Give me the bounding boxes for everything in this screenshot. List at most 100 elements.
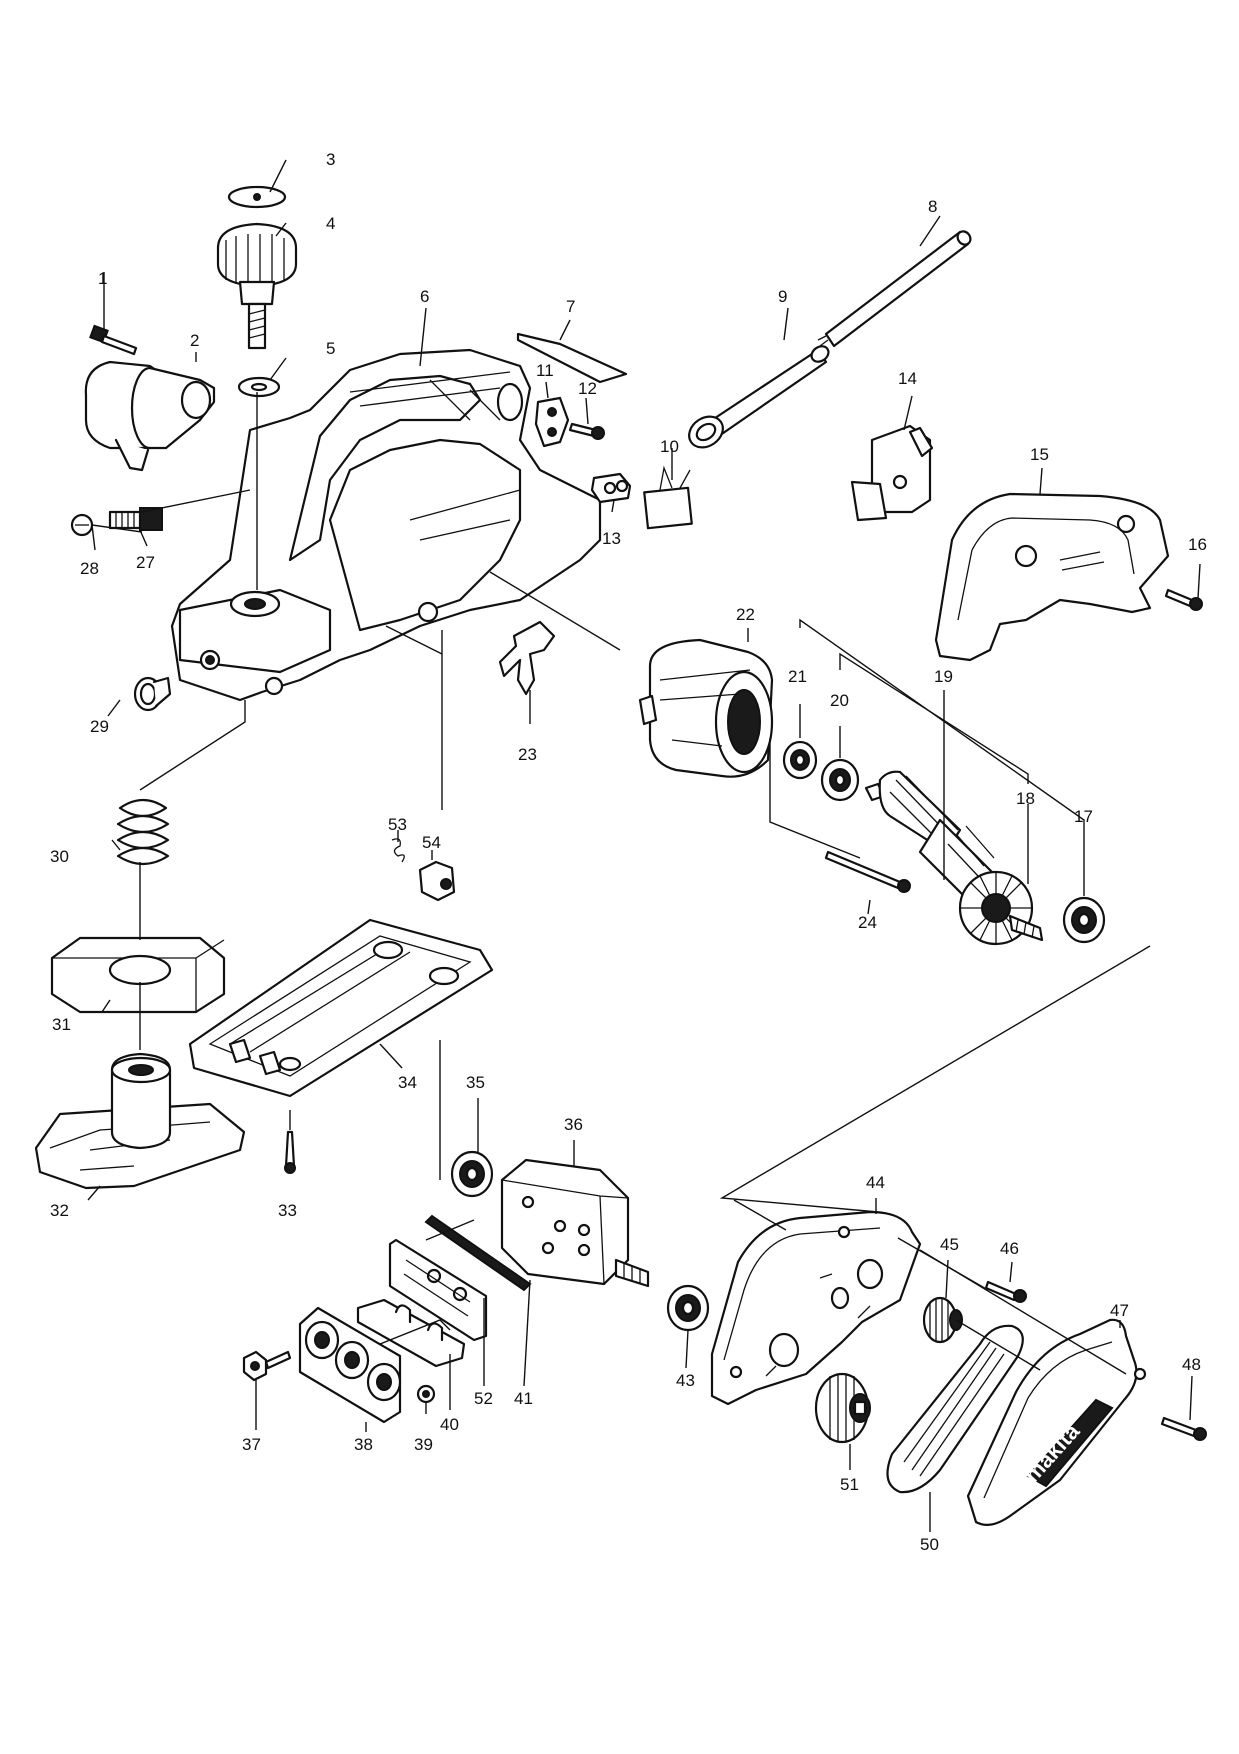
callout-37: 37 [242,1435,261,1454]
callout-27: 27 [136,553,155,572]
part-39-screw [416,1384,436,1404]
part-6-housing [170,348,602,702]
callout-40: 40 [440,1415,459,1434]
callout-9: 9 [778,287,787,306]
callout-22: 22 [736,605,755,624]
callout-31: 31 [52,1015,71,1034]
callout-32: 32 [50,1201,69,1220]
callout-3: 3 [326,150,335,169]
part-53-spring [391,838,405,863]
callout-11: 11 [536,361,554,380]
callout-17: 17 [1074,807,1093,826]
part-10-noise-suppressor [643,465,693,530]
callout-4: 4 [326,214,335,233]
part-50-drive-belt [886,1324,1024,1494]
part-19-armature [864,770,1044,946]
part-13-terminal [590,472,632,504]
callout-41: 41 [514,1389,533,1408]
part-24-long-screw [824,850,911,893]
callout-35: 35 [466,1073,485,1092]
part-14-switch [850,424,934,522]
callout-1: 1 [98,269,107,288]
part-43-bearing [666,1284,710,1332]
callout-43: 43 [676,1371,695,1390]
part-15-handle [934,492,1170,662]
callout-39: 39 [414,1435,433,1454]
part-35-bearing [450,1150,494,1198]
part-34-rear-base [188,918,494,1098]
callout-44: 44 [866,1173,885,1192]
callout-52: 52 [474,1389,493,1408]
callout-21: 21 [788,667,807,686]
callout-33: 33 [278,1201,297,1220]
part-40-adjusting-plate [356,1298,466,1368]
callout-47: 47 [1110,1301,1129,1320]
part-30-compression-spring [116,798,170,866]
callout-18: 18 [1016,789,1035,808]
callout-45: 45 [940,1235,959,1254]
part-36-cutter-drum [500,1158,650,1288]
callout-15: 15 [1030,445,1049,464]
part-37-bolt [242,1350,292,1382]
callout-16: 16 [1188,535,1207,554]
callout-10: 10 [660,437,679,456]
part-8-power-cord [817,230,972,348]
callout-48: 48 [1182,1355,1201,1374]
part-22-field [638,638,774,778]
part-9-cord-guard [688,345,830,449]
part-29-knob [133,676,172,712]
callout-36: 36 [564,1115,583,1134]
part-27-carbon-brush [108,507,163,531]
part-5-washer [237,376,281,398]
callout-2: 2 [190,331,199,350]
callout-34: 34 [398,1073,417,1092]
callout-5: 5 [326,339,335,358]
callout-13: 13 [602,529,621,548]
callout-46: 46 [1000,1239,1019,1258]
callout-23: 23 [518,745,537,764]
part-47-belt-cover: makita [966,1318,1147,1527]
part-33-screw [284,1130,296,1174]
leader-lines [87,159,1201,1532]
callout-12: 12 [578,379,597,398]
part-2-chip-cover [84,360,216,472]
part-52-set-plate [388,1238,488,1342]
part-48-screw [1160,1416,1207,1441]
callout-53: 53 [388,815,407,834]
part-3-cap-plate [227,185,287,209]
callout-54: 54 [422,833,441,852]
callout-28: 28 [80,559,99,578]
callout-14: 14 [898,369,917,388]
part-7-label [516,332,628,384]
part-16-screw [1164,588,1203,611]
part-46-screw [984,1280,1027,1303]
callout-30: 30 [50,847,69,866]
callout-38: 38 [354,1435,373,1454]
callout-labels: 1 2 3 4 5 6 7 8 9 10 11 12 13 14 15 16 1… [50,150,1207,1554]
callout-24: 24 [858,913,877,932]
part-54-stop [418,860,456,902]
part-20-insulation-washer [820,758,860,802]
part-4-depth-knob [216,222,298,350]
part-17-bearing [1062,896,1106,944]
part-31-base-plate [50,936,226,1014]
callout-51: 51 [840,1475,859,1494]
callout-20: 20 [830,691,849,710]
callout-19: 19 [934,667,953,686]
part-28-brush-cap [70,513,94,537]
part-11-clamp-plate [534,396,570,448]
part-44-blade-housing [710,1210,922,1406]
part-32-front-base [34,1052,246,1190]
part-51-drum-pulley [814,1372,871,1444]
part-12-screw [568,422,605,440]
callout-7: 7 [566,297,575,316]
part-1-screw [89,324,138,356]
part-38-drum-plate [298,1306,402,1424]
part-21-bearing [782,740,818,780]
callout-29: 29 [90,717,109,736]
part-23-brush-holder [498,620,556,696]
callout-50: 50 [920,1535,939,1554]
callout-6: 6 [420,287,429,306]
callout-8: 8 [928,197,937,216]
